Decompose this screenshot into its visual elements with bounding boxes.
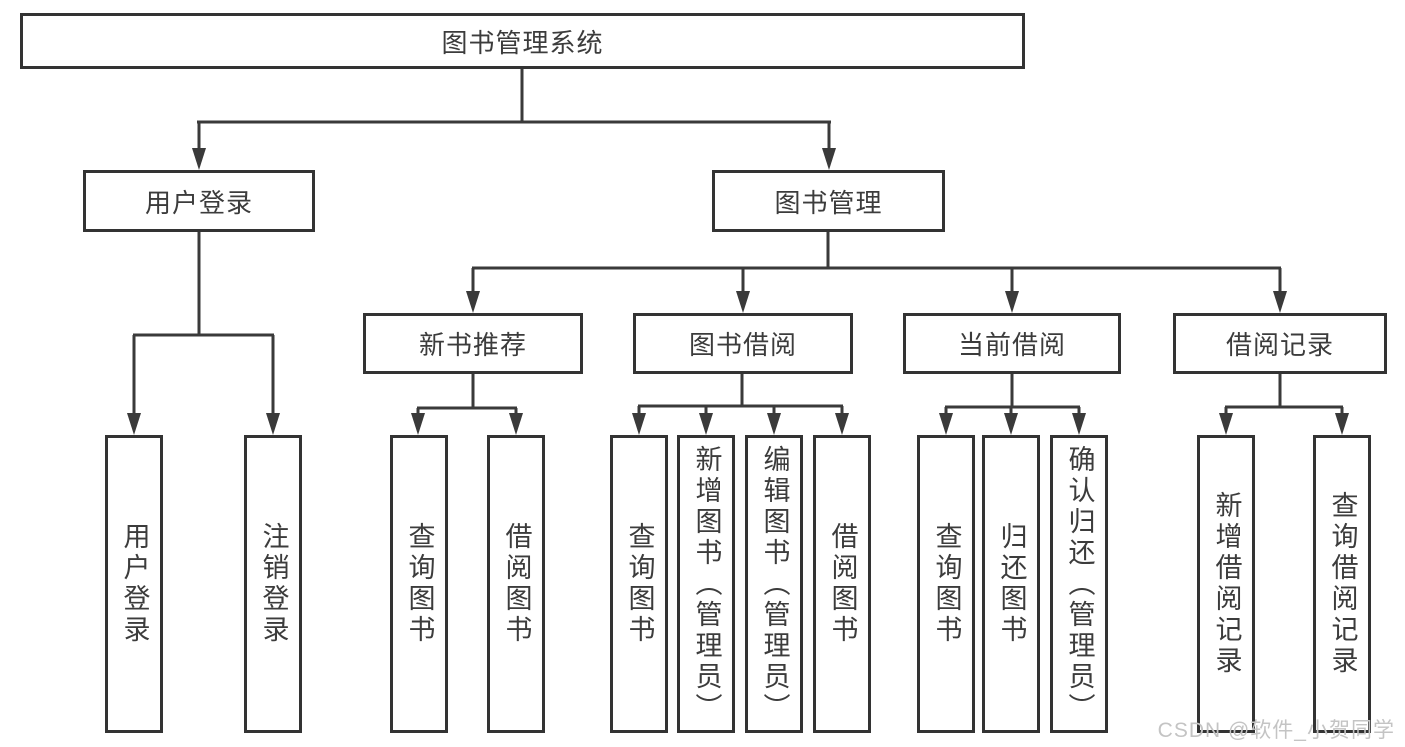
leaf-return-books: 归还图书 [982,435,1040,733]
leaf-edit-book-admin: 编辑图书（管理员） [745,435,803,733]
leaf-query-books-borrow: 查询图书 [610,435,668,733]
leaf-logout: 注销登录 [244,435,302,733]
leaf-query-books-current: 查询图书 [917,435,975,733]
node-current-borrowing: 当前借阅 [903,313,1121,374]
csdn-watermark: CSDN @软件_小贺同学 [1157,719,1395,742]
node-borrowing-records: 借阅记录 [1173,313,1387,374]
node-new-book-recommend: 新书推荐 [363,313,583,374]
node-book-borrowing: 图书借阅 [633,313,853,374]
leaf-borrow-books-recommend: 借阅图书 [487,435,545,733]
connector-book-borrow-cluster [632,374,849,435]
node-root-system: 图书管理系统 [20,13,1025,69]
leaf-user-login: 用户登录 [105,435,163,733]
connector-borrow-records-cluster [1219,374,1349,435]
connector-user-login-cluster [127,232,280,435]
node-book-management: 图书管理 [712,170,945,232]
connector-book-mgmt-to-level3 [466,232,1287,313]
connector-new-books-cluster [411,374,523,435]
leaf-query-borrow-record: 查询借阅记录 [1313,435,1371,733]
leaf-query-books-recommend: 查询图书 [390,435,448,733]
leaf-add-book-admin: 新增图书（管理员） [677,435,735,733]
leaf-confirm-return-admin: 确认归还（管理员） [1050,435,1108,733]
connector-current-borrow-cluster [939,374,1086,435]
connector-root-to-level2 [192,69,836,170]
leaf-borrow-books: 借阅图书 [813,435,871,733]
leaf-add-borrow-record: 新增借阅记录 [1197,435,1255,733]
node-user-login: 用户登录 [83,170,315,232]
